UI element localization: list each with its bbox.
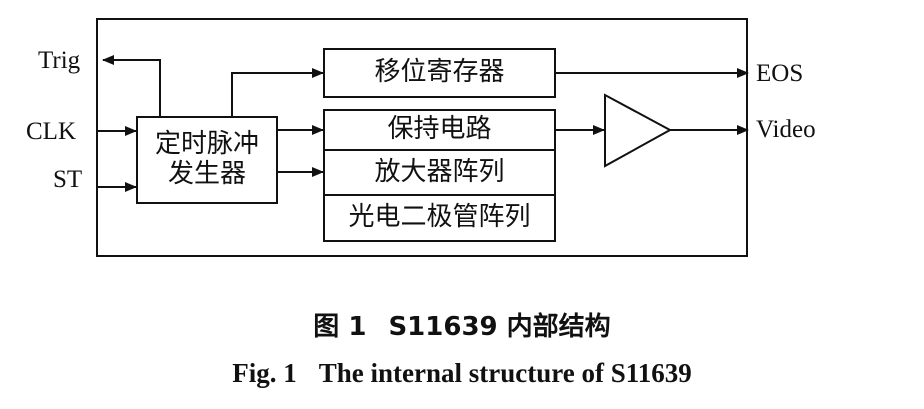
amplifier-array-label: 放大器阵列 xyxy=(374,156,505,187)
timing-to-shift-line xyxy=(231,68,324,117)
timing-generator-label: 定时脉冲 发生器 xyxy=(137,117,277,203)
st-label: ST xyxy=(53,166,83,193)
clk-label: CLK xyxy=(26,118,76,145)
trig-line xyxy=(102,55,161,117)
timing-generator-line-1: 定时脉冲 xyxy=(154,129,259,160)
caption-zh-label: 图 1 xyxy=(313,312,367,342)
trig-label: Trig xyxy=(38,47,81,74)
video-label: Video xyxy=(756,116,816,143)
shift-register-label: 移位寄存器 xyxy=(374,57,505,88)
hold-circuit-label: 保持电路 xyxy=(387,114,492,145)
output-amplifier-triangle xyxy=(604,93,673,168)
outer-frame xyxy=(96,18,748,257)
timing-generator-box xyxy=(136,116,278,204)
caption-en-label: Fig. 1 xyxy=(232,358,297,388)
eos-label: EOS xyxy=(756,60,804,87)
caption-english: Fig. 1 The internal structure of S11639 xyxy=(0,358,924,389)
caption-zh-title: S11639 内部结构 xyxy=(388,312,611,342)
caption-chinese: 图 1 S11639 内部结构 xyxy=(0,306,924,343)
timing-generator-line-2: 发生器 xyxy=(167,159,246,189)
caption-en-title: The internal structure of S11639 xyxy=(318,358,692,388)
photodiode-array-label: 光电二极管阵列 xyxy=(348,202,531,233)
photodiode-array-box xyxy=(323,194,556,242)
